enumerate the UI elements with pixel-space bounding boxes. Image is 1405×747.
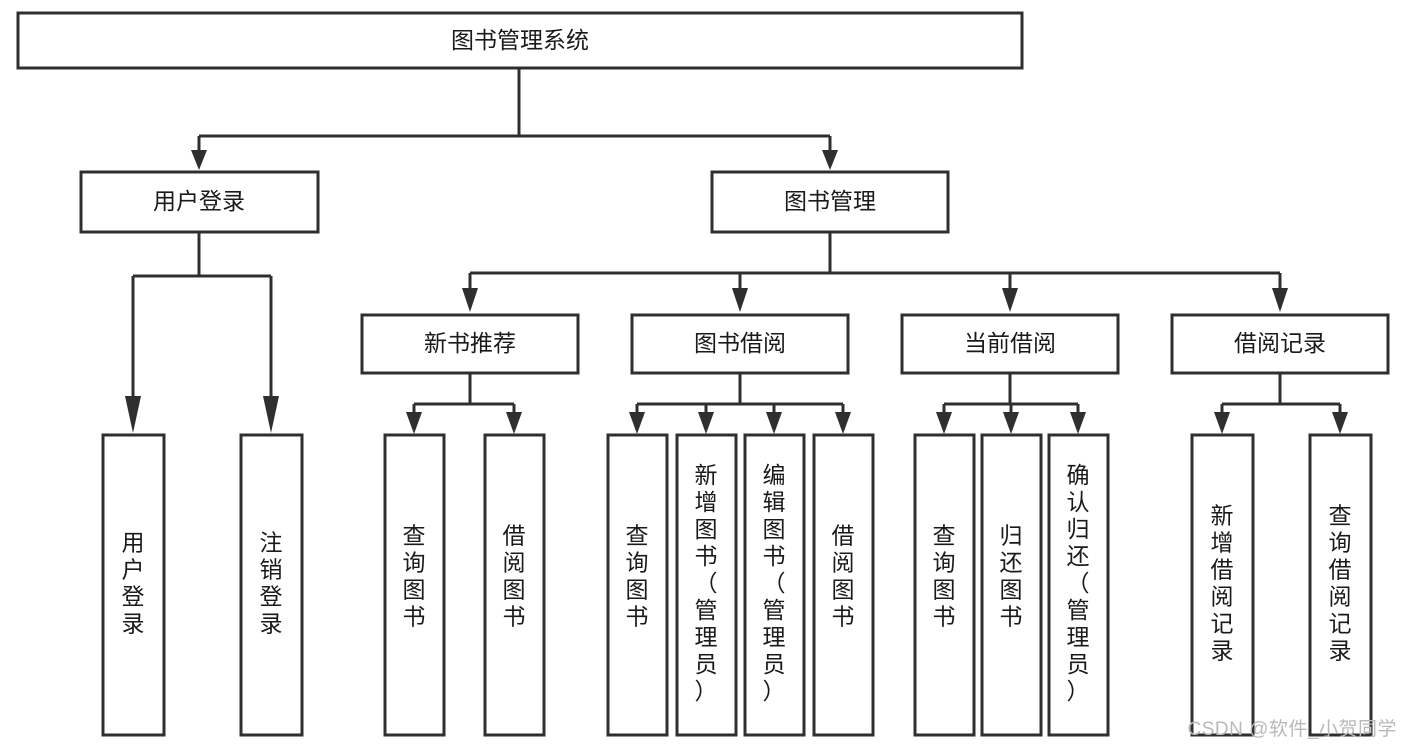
node-leaf-borrow-book-1[interactable]: 借阅图书 [483,433,546,737]
node-leaf-edit-book-box[interactable] [743,433,806,737]
node-leaf-edit-book-label: 编辑图书（管理员） [763,462,786,704]
node-leaf-user-login-label: 用户登录 [122,530,145,637]
node-leaf-borrow-book-1-label: 借阅图书 [503,523,526,630]
node-leaf-confirm-return[interactable]: 确认归还（管理员） [1047,433,1110,737]
node-leaf-edit-book[interactable]: 编辑图书（管理员） [743,433,806,737]
node-leaf-query-book-3-box[interactable] [913,433,976,737]
node-leaf-add-book-box[interactable] [675,433,738,737]
node-root[interactable]: 图书管理系统 [16,11,1024,70]
connector-group [125,68,1348,434]
node-leaf-logout-label: 注销登录 [260,530,283,637]
node-current-borrow-label: 当前借阅 [964,330,1056,356]
arrowhead-leaf-confirm-return [1070,412,1086,434]
node-leaf-query-record-label: 查询借阅记录 [1329,503,1352,664]
arrowhead-leaf-query-book-3 [936,412,952,434]
node-user-login-label: 用户登录 [153,188,245,214]
arrowhead-user-login [191,150,207,170]
node-leaf-query-book-3-label: 查询图书 [933,523,956,630]
node-leaf-query-book-1[interactable]: 查询图书 [383,433,446,737]
node-leaf-borrow-book-1-box[interactable] [483,433,546,737]
node-leaf-add-book[interactable]: 新增图书（管理员） [675,433,738,737]
arrowhead-current-borrow [1002,288,1018,312]
node-leaf-confirm-return-label: 确认归还（管理员） [1067,462,1090,704]
node-leaf-query-book-2-label: 查询图书 [626,523,649,630]
node-leaf-logout-box[interactable] [239,433,304,737]
node-book-borrow-label: 图书借阅 [694,330,786,356]
node-user-login-box[interactable] [79,170,320,234]
node-leaf-confirm-return-box[interactable] [1047,433,1110,737]
node-book-manage-box[interactable] [710,170,950,234]
node-leaf-user-login[interactable]: 用户登录 [101,433,166,737]
node-leaf-add-record-label: 新增借阅记录 [1211,503,1234,664]
node-root-label: 图书管理系统 [451,27,589,53]
arrowhead-leaf-edit-book [766,412,782,434]
node-leaf-add-record-box[interactable] [1190,433,1255,737]
node-book-manage[interactable]: 图书管理 [710,170,950,234]
arrowhead-leaf-user-login [125,396,141,433]
arrowhead-book-manage [822,150,838,170]
node-leaf-query-record[interactable]: 查询借阅记录 [1308,433,1373,737]
node-new-book-rec[interactable]: 新书推荐 [360,313,580,375]
arrowhead-leaf-return-book [1003,412,1019,434]
node-leaf-return-book-box[interactable] [980,433,1043,737]
node-book-borrow-box[interactable] [630,313,850,375]
node-book-borrow[interactable]: 图书借阅 [630,313,850,375]
node-leaf-logout[interactable]: 注销登录 [239,433,304,737]
arrowhead-borrow-record [1272,288,1288,312]
node-leaf-query-record-box[interactable] [1308,433,1373,737]
arrowhead-leaf-query-record [1332,412,1348,434]
node-leaf-return-book[interactable]: 归还图书 [980,433,1043,737]
node-leaf-query-book-2[interactable]: 查询图书 [606,433,669,737]
arrowhead-leaf-logout [263,396,279,433]
node-leaf-borrow-book-2-box[interactable] [812,433,875,737]
node-leaf-borrow-book-2-label: 借阅图书 [832,523,855,630]
node-leaf-borrow-book-2[interactable]: 借阅图书 [812,433,875,737]
node-leaf-query-book-3[interactable]: 查询图书 [913,433,976,737]
node-current-borrow-box[interactable] [900,313,1120,375]
node-user-login[interactable]: 用户登录 [79,170,320,234]
node-root-box[interactable] [16,11,1024,70]
arrowhead-leaf-add-book [698,412,714,434]
node-leaf-return-book-label: 归还图书 [1000,523,1023,630]
node-new-book-rec-label: 新书推荐 [424,330,516,356]
node-leaf-user-login-box[interactable] [101,433,166,737]
node-leaf-query-book-2-box[interactable] [606,433,669,737]
node-book-manage-label: 图书管理 [784,188,876,214]
node-borrow-record[interactable]: 借阅记录 [1170,313,1390,375]
arrowhead-leaf-query-book-2 [629,412,645,434]
node-leaf-add-record[interactable]: 新增借阅记录 [1190,433,1255,737]
arrowhead-new-book-rec [462,288,478,312]
node-current-borrow[interactable]: 当前借阅 [900,313,1120,375]
arrowhead-book-borrow [732,288,748,312]
arrowhead-leaf-query-book-1 [406,412,422,434]
node-leaf-add-book-label: 新增图书（管理员） [695,462,718,704]
arrowhead-leaf-add-record [1214,412,1230,434]
node-borrow-record-label: 借阅记录 [1234,330,1326,356]
node-leaf-query-book-1-label: 查询图书 [403,523,426,630]
arrowhead-leaf-borrow-book-2 [835,412,851,434]
node-new-book-rec-box[interactable] [360,313,580,375]
node-borrow-record-box[interactable] [1170,313,1390,375]
node-leaf-query-book-1-box[interactable] [383,433,446,737]
arrowhead-leaf-borrow-book-1 [506,412,522,434]
